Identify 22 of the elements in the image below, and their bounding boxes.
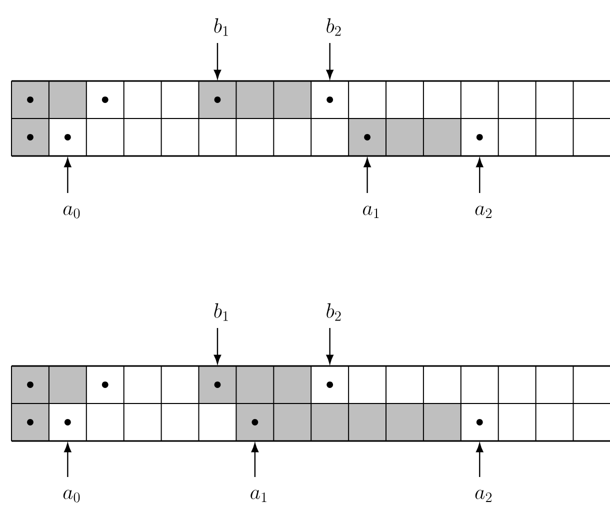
variable-label: $b_2$: [326, 18, 341, 36]
arrow: [326, 43, 334, 79]
arrow: [64, 443, 72, 477]
variable-label: $b_2$: [326, 303, 341, 321]
arrow: [326, 328, 334, 364]
cell-grid-drawing: [11, 365, 610, 442]
arrow: [251, 443, 258, 477]
variable-label: $a_0$: [63, 206, 80, 218]
variable-label: $a_1$: [363, 206, 379, 218]
variable-label: $b_1$: [214, 18, 228, 36]
arrow: [214, 43, 222, 79]
variable-label: $a_2$: [475, 206, 492, 218]
arrow: [214, 328, 222, 364]
variable-label: $a_1$: [250, 490, 266, 502]
cell-grid-drawing: [11, 80, 610, 157]
arrow: [64, 158, 72, 193]
arrow: [476, 158, 484, 193]
arrow: [364, 158, 371, 193]
variable-label: $a_2$: [475, 490, 492, 502]
variable-label: $b_1$: [214, 303, 228, 321]
variable-label: $a_0$: [63, 490, 80, 502]
arrow: [476, 443, 484, 477]
